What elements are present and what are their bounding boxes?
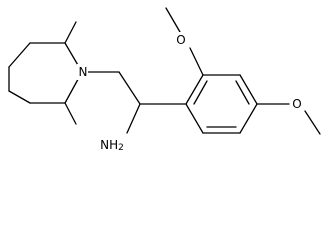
bond-aryl-double-1 [193,80,208,105]
bond-ch2-ch [118,71,141,105]
bond-ch-nh2 [126,103,141,134]
amine-label: NH2 [100,138,124,153]
bond-para-o-ch3 [304,110,321,135]
methoxy-groups [165,7,321,135]
piperidine-ring [8,21,83,125]
bond-ortho-o-ch3 [165,7,181,33]
bond-ortho-o [189,47,204,76]
amine-label-subscript: 2 [118,143,124,153]
bond-ring-7 [8,42,31,68]
oxygen-label-top: O [176,33,185,47]
nitrogen-label: N [79,65,88,79]
ethylamine-chain [81,71,187,134]
bond-methyl-lower [64,102,77,125]
bond-aryl-4 [239,74,258,105]
chemical-structure-diagram: N O O NH2 [8,7,321,153]
benzene-ring [185,74,258,134]
bond-aryl-3 [239,103,258,134]
bond-aryl-6 [185,74,204,105]
bond-aryl-double-3 [235,80,250,105]
amine-label-text: NH [100,138,118,152]
bond-ring-2 [8,90,31,104]
atom-labels: N O O NH2 [77,32,302,153]
oxygen-label-para: O [292,97,301,111]
bond-methyl-upper [64,21,77,44]
bond-aryl-1 [185,103,204,134]
